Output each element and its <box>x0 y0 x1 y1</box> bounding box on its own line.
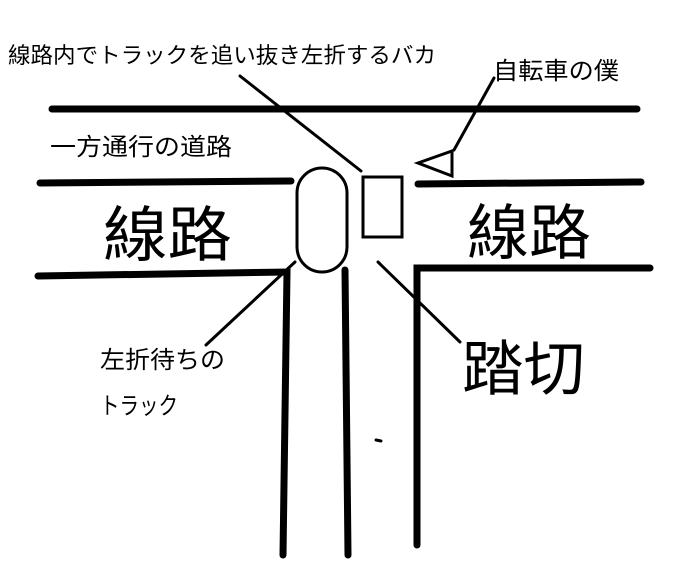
pointer-railroad-crossing <box>376 260 462 344</box>
label-waiting-truck-line1: 左折待ちの <box>100 346 225 374</box>
bicycle-triangle <box>413 148 454 179</box>
label-waiting-truck-line2: トラック <box>100 392 178 420</box>
waiting-truck-shape <box>295 166 349 274</box>
pointer-overtaking-truck <box>238 74 363 173</box>
pointer-bicycle <box>452 76 496 152</box>
overtaking-truck-shape <box>361 175 404 239</box>
label-railroad-crossing: 踏切 <box>462 335 585 405</box>
label-overtaking-truck: 線路内でトラックを追い抜き左折するバカ <box>8 44 436 69</box>
label-railway-right: 線路 <box>467 199 591 269</box>
railway-top-edge-right <box>414 178 645 188</box>
label-one-way-road: 一方通行の道路 <box>50 133 232 161</box>
stray-mark <box>374 438 383 443</box>
railway-bottom-edge-left-and-road-left-edge <box>34 268 291 559</box>
railway-top-edge-left <box>36 177 295 187</box>
label-me-on-bicycle: 自転車の僕 <box>493 57 619 85</box>
railway-bottom-edge-right-and-road-right-edge <box>413 264 654 549</box>
road-center-line <box>341 266 352 559</box>
label-railway-left: 線路 <box>103 201 232 271</box>
pointer-waiting-truck <box>204 260 297 347</box>
